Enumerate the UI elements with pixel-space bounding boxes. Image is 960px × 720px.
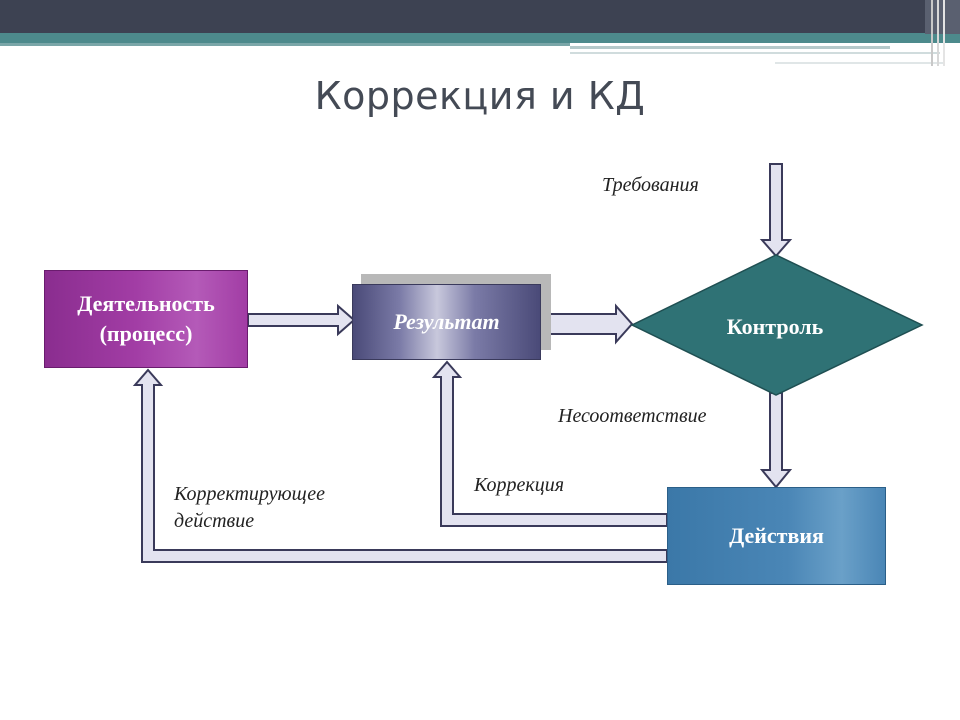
nonconformity-label: Несоответствие — [558, 405, 707, 427]
arrow-requirements-to-control — [759, 163, 793, 258]
arrow-activity-to-result — [247, 303, 356, 337]
control-diamond — [630, 254, 924, 396]
arrow-corrective-action — [132, 368, 668, 563]
slide-title: Коррекция и КД — [314, 74, 646, 118]
control-label: Контроль — [726, 314, 824, 339]
correction-label: Коррекция — [474, 474, 565, 496]
arrow-control-to-actions — [759, 392, 793, 489]
activity-box: Деятельность (процесс) — [44, 270, 248, 368]
arrow-result-to-control — [540, 303, 634, 345]
actions-box: Действия — [667, 487, 886, 585]
arrow-correction — [431, 360, 668, 527]
corrective-action-label: Корректирующее действие — [174, 483, 325, 532]
requirements-label: Требования — [602, 174, 699, 196]
result-box: Результат — [352, 284, 541, 360]
header-decoration — [0, 0, 960, 66]
